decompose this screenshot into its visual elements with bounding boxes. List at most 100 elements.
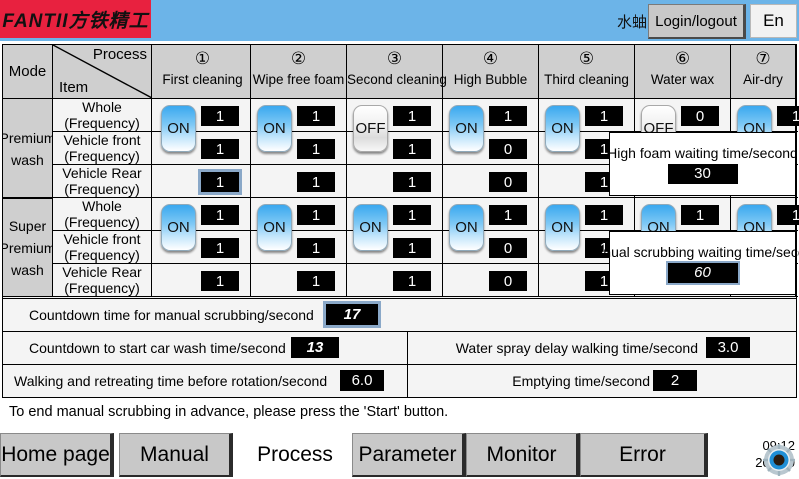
param-value-4[interactable]: 2 bbox=[653, 370, 697, 391]
frequency-value-1-0-4[interactable]: 1 bbox=[585, 205, 623, 225]
frequency-value-1-0-2[interactable]: 1 bbox=[393, 205, 431, 225]
frequency-value-0-0-2[interactable]: 1 bbox=[393, 106, 431, 126]
brand-logo-text: FANTII方铁精工 bbox=[2, 10, 149, 32]
item-label-1-1: Vehicle front(Frequency) bbox=[53, 231, 152, 264]
item-header-label: Item bbox=[59, 79, 89, 96]
param-label-2: Walking and retreating time before rotat… bbox=[14, 373, 328, 389]
item-label-1-2: Vehicle Rear(Frequency) bbox=[53, 264, 152, 297]
param-value-0[interactable]: 17 bbox=[323, 301, 381, 328]
mode-label-1: SuperPremium wash bbox=[3, 198, 53, 297]
toggle-0-1[interactable]: ON bbox=[257, 105, 292, 152]
param-label-3: Water spray delay walking time/second bbox=[455, 340, 698, 356]
mode-label-line: Super bbox=[8, 217, 47, 234]
toggle-1-3[interactable]: ON bbox=[449, 204, 484, 251]
item-label-0-2: Vehicle Rear(Frequency) bbox=[53, 165, 152, 198]
frequency-value-1-0-6[interactable]: 1 bbox=[777, 205, 799, 225]
nav-manual[interactable]: Manual bbox=[119, 433, 233, 477]
frequency-value-0-2-1[interactable]: 1 bbox=[297, 172, 335, 192]
toggle-1-2[interactable]: ON bbox=[353, 204, 388, 251]
frequency-value-0-0-1[interactable]: 1 bbox=[297, 106, 335, 126]
frequency-value-0-0-0[interactable]: 1 bbox=[201, 106, 239, 126]
mode-label-line: Premium bbox=[3, 239, 53, 256]
frequency-value-0-0-5[interactable]: 0 bbox=[681, 106, 719, 126]
toggle-1-4[interactable]: ON bbox=[545, 204, 580, 251]
status-note: To end manual scrubbing in advance, plea… bbox=[9, 404, 449, 420]
param-value-1[interactable]: 13 bbox=[291, 337, 339, 358]
param-value-2[interactable]: 6.0 bbox=[340, 370, 384, 391]
nav-parameter[interactable]: Parameter bbox=[352, 433, 466, 477]
item-label-0-1: Vehicle front(Frequency) bbox=[53, 132, 152, 165]
frequency-value-0-2-0[interactable]: 1 bbox=[198, 169, 242, 195]
frequency-value-1-2-2[interactable]: 1 bbox=[393, 271, 431, 291]
toggle-0-3[interactable]: ON bbox=[449, 105, 484, 152]
toggle-0-4[interactable]: ON bbox=[545, 105, 580, 152]
frequency-value-1-2-1[interactable]: 1 bbox=[297, 271, 335, 291]
mode-header: Mode bbox=[3, 45, 53, 98]
column-number-icon: ③ bbox=[386, 49, 403, 68]
frequency-value-0-1-2[interactable]: 1 bbox=[393, 139, 431, 159]
column-number-icon: ④ bbox=[482, 49, 499, 68]
frequency-value-0-2-3[interactable]: 0 bbox=[489, 172, 527, 192]
frequency-value-1-2-3[interactable]: 0 bbox=[489, 271, 527, 291]
frequency-value-1-0-1[interactable]: 1 bbox=[297, 205, 335, 225]
param-label-4: Emptying time/second bbox=[512, 373, 650, 389]
column-number-icon: ⑥ bbox=[674, 49, 691, 68]
toggle-0-0[interactable]: ON bbox=[161, 105, 196, 152]
frequency-value-1-0-0[interactable]: 1 bbox=[201, 205, 239, 225]
diagonal-divider-icon bbox=[53, 45, 151, 98]
process-item-header: Process Item bbox=[53, 45, 152, 98]
frequency-value-1-1-0[interactable]: 1 bbox=[201, 238, 239, 258]
mode-label-line: wash bbox=[11, 151, 44, 168]
nav-process[interactable]: Process bbox=[238, 433, 352, 477]
nav-monitor[interactable]: Monitor bbox=[466, 433, 580, 477]
overlay-panel-0: High foam waiting time/second 30 bbox=[607, 132, 798, 196]
frequency-value-0-1-3[interactable]: 0 bbox=[489, 139, 527, 159]
toggle-0-2[interactable]: OFF bbox=[353, 105, 388, 152]
parameter-panel: Countdown time for manual scrubbing/seco… bbox=[2, 299, 797, 398]
nav-home-page[interactable]: Home page bbox=[0, 433, 114, 477]
mode-label-line: wash bbox=[11, 261, 44, 278]
frequency-value-0-0-6[interactable]: 1 bbox=[777, 106, 799, 126]
nav-error[interactable]: Error bbox=[580, 433, 708, 477]
toggle-1-1[interactable]: ON bbox=[257, 204, 292, 251]
mode-label-line: Premium bbox=[3, 129, 53, 146]
frequency-value-1-1-2[interactable]: 1 bbox=[393, 238, 431, 258]
gear-icon[interactable] bbox=[761, 443, 797, 477]
overlay-caption-1: Manual scrubbing waiting time/second bbox=[583, 243, 799, 260]
toggle-1-0[interactable]: ON bbox=[161, 204, 196, 251]
frequency-value-1-1-1[interactable]: 1 bbox=[297, 238, 335, 258]
item-label-1-0: Whole(Frequency) bbox=[53, 198, 152, 231]
frequency-value-0-0-4[interactable]: 1 bbox=[585, 106, 623, 126]
frequency-value-0-0-3[interactable]: 1 bbox=[489, 106, 527, 126]
process-header-label: Process bbox=[92, 46, 147, 63]
brand-logo: FANTII方铁精工 bbox=[0, 0, 151, 38]
column-number-icon: ① bbox=[194, 49, 211, 68]
frequency-value-1-1-3[interactable]: 0 bbox=[489, 238, 527, 258]
frequency-value-1-0-5[interactable]: 1 bbox=[681, 205, 719, 225]
frequency-value-1-0-3[interactable]: 1 bbox=[489, 205, 527, 225]
app-header: FANTII方铁精工 水蚰 Login/logout En bbox=[0, 0, 799, 41]
overlay-value-0[interactable]: 30 bbox=[667, 163, 738, 184]
language-button[interactable]: En bbox=[750, 4, 797, 38]
frequency-value-1-2-0[interactable]: 1 bbox=[201, 271, 239, 291]
overlay-caption-0: High foam waiting time/second bbox=[607, 144, 798, 161]
column-number-icon: ⑦ bbox=[755, 49, 771, 68]
frequency-value-0-1-1[interactable]: 1 bbox=[297, 139, 335, 159]
frequency-value-0-2-2[interactable]: 1 bbox=[393, 172, 431, 192]
param-label-0: Countdown time for manual scrubbing/seco… bbox=[29, 307, 314, 323]
param-value-3[interactable]: 3.0 bbox=[706, 337, 750, 358]
frequency-value-0-1-0[interactable]: 1 bbox=[201, 139, 239, 159]
overlay-value-1[interactable]: 60 bbox=[665, 260, 740, 285]
login-logout-button[interactable]: Login/logout bbox=[648, 4, 746, 39]
